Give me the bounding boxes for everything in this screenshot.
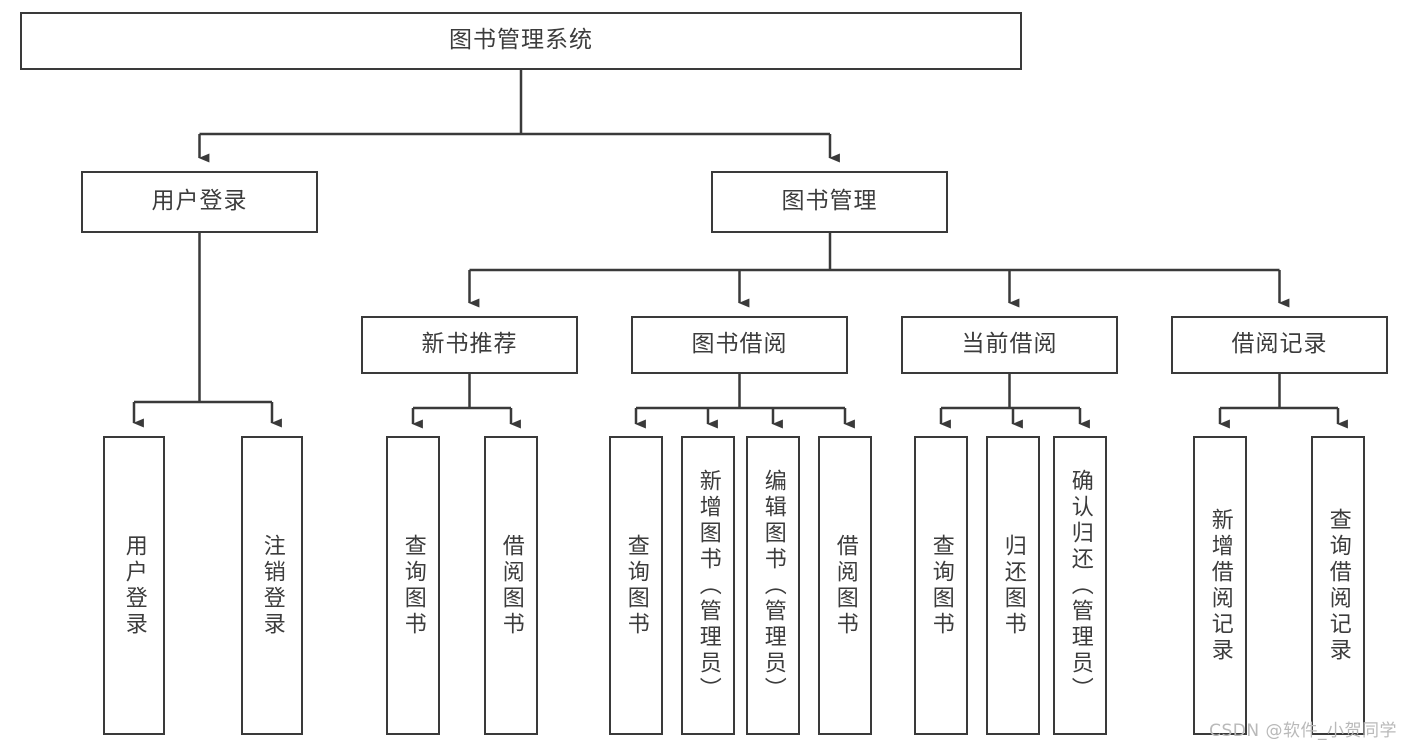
leaf-record-add-record-label: 新增借阅记录 <box>1207 507 1233 664</box>
node-book-management-label: 图书管理 <box>781 188 878 215</box>
node-user-login[interactable]: 用户登录 <box>81 171 318 233</box>
node-borrow-record-label: 借阅记录 <box>1231 331 1328 358</box>
leaf-user-login[interactable]: 用户登录 <box>103 436 165 735</box>
leaf-logout-label: 注销登录 <box>259 533 285 638</box>
leaf-logout[interactable]: 注销登录 <box>241 436 303 735</box>
leaf-current-confirm-return-admin[interactable]: 确认归还（管理员） <box>1053 436 1107 735</box>
leaf-record-query-record[interactable]: 查询借阅记录 <box>1311 436 1365 735</box>
node-user-login-label: 用户登录 <box>151 188 248 215</box>
leaf-current-query-book-label: 查询图书 <box>928 533 954 638</box>
leaf-borrow-query-book-label: 查询图书 <box>623 533 649 638</box>
leaf-recommend-borrow-book[interactable]: 借阅图书 <box>484 436 538 735</box>
csdn-watermark: CSDN @软件_小贺同学 <box>1209 721 1397 741</box>
node-root-label: 图书管理系统 <box>449 27 593 54</box>
leaf-borrow-borrow-book-label: 借阅图书 <box>832 533 858 638</box>
leaf-recommend-borrow-book-label: 借阅图书 <box>498 533 524 638</box>
node-root[interactable]: 图书管理系统 <box>20 12 1022 70</box>
leaf-borrow-query-book[interactable]: 查询图书 <box>609 436 663 735</box>
node-new-book-recommend[interactable]: 新书推荐 <box>361 316 578 374</box>
leaf-borrow-add-book-admin[interactable]: 新增图书（管理员） <box>681 436 735 735</box>
leaf-borrow-edit-book-admin[interactable]: 编辑图书（管理员） <box>746 436 800 735</box>
leaf-record-add-record[interactable]: 新增借阅记录 <box>1193 436 1247 735</box>
leaf-recommend-query-book[interactable]: 查询图书 <box>386 436 440 735</box>
node-current-borrow[interactable]: 当前借阅 <box>901 316 1118 374</box>
node-current-borrow-label: 当前借阅 <box>961 331 1058 358</box>
leaf-current-return-book[interactable]: 归还图书 <box>986 436 1040 735</box>
node-new-book-recommend-label: 新书推荐 <box>421 331 518 358</box>
leaf-record-query-record-label: 查询借阅记录 <box>1325 507 1351 664</box>
leaf-borrow-add-book-admin-label: 新增图书（管理员） <box>695 468 721 703</box>
node-borrow-record[interactable]: 借阅记录 <box>1171 316 1388 374</box>
leaf-current-query-book[interactable]: 查询图书 <box>914 436 968 735</box>
leaf-current-confirm-return-admin-label: 确认归还（管理员） <box>1067 468 1093 703</box>
node-book-borrow-label: 图书借阅 <box>691 331 788 358</box>
leaf-borrow-edit-book-admin-label: 编辑图书（管理员） <box>760 468 786 703</box>
node-book-borrow[interactable]: 图书借阅 <box>631 316 848 374</box>
leaf-user-login-label: 用户登录 <box>121 533 147 638</box>
leaf-recommend-query-book-label: 查询图书 <box>400 533 426 638</box>
leaf-current-return-book-label: 归还图书 <box>1000 533 1026 638</box>
leaf-borrow-borrow-book[interactable]: 借阅图书 <box>818 436 872 735</box>
node-book-management[interactable]: 图书管理 <box>711 171 948 233</box>
